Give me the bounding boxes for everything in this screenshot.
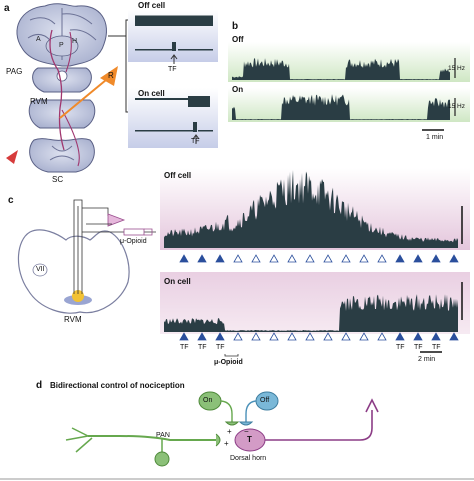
panel-b-letter: b — [232, 21, 239, 32]
panel-a-on-trace — [128, 88, 218, 148]
test-marker-triangle — [287, 254, 297, 263]
tf-label: TF — [414, 344, 423, 351]
test-marker-triangle — [215, 254, 225, 263]
test-marker-triangle — [305, 332, 315, 341]
test-marker-triangle — [413, 254, 423, 263]
panel-a-label-p: P — [59, 42, 64, 49]
panel-c-on-test-markers — [179, 332, 459, 341]
test-marker-triangle — [377, 254, 387, 263]
test-marker-triangle — [251, 332, 261, 341]
panel-c-letter: c — [8, 195, 14, 206]
panel-b-on-trace — [228, 88, 470, 122]
test-marker-triangle — [287, 332, 297, 341]
test-marker-triangle — [449, 254, 459, 263]
test-marker-triangle — [251, 254, 261, 263]
panel-d-plus-top: + — [227, 427, 232, 436]
panel-a-off-trace — [128, 10, 218, 64]
panel-c-time-label: 2 min — [418, 356, 436, 363]
panel-c-label-vii: VII — [36, 266, 45, 273]
panel-d-plus-bottom: + — [224, 439, 229, 448]
test-marker-triangle — [431, 332, 441, 341]
panel-b-time-label: 1 min — [426, 134, 444, 141]
test-marker-triangle — [197, 254, 207, 263]
panel-d-t-label: T — [247, 435, 252, 444]
panel-a-brain-diagram — [6, 3, 134, 173]
panel-b-off-trace — [228, 42, 470, 82]
tf-label: TF — [432, 344, 441, 351]
panel-b-off-label: Off — [232, 35, 244, 44]
test-marker-triangle — [269, 254, 279, 263]
test-marker-triangle — [341, 332, 351, 341]
panel-a-label-pag: PAG — [6, 67, 23, 76]
test-marker-triangle — [179, 332, 189, 341]
test-marker-triangle — [323, 254, 333, 263]
panel-c-bottom-drug-label: μ-Opioid — [214, 359, 243, 366]
panel-c-off-test-markers — [179, 254, 459, 263]
tf-label: TF — [396, 344, 405, 351]
panel-a-label-rvm: RVM — [30, 97, 48, 106]
test-marker-triangle — [269, 332, 279, 341]
panel-b-off-scale: 15 Hz — [448, 65, 465, 72]
test-marker-triangle — [359, 254, 369, 263]
panel-d-letter: d — [36, 380, 43, 391]
tf-label: TF — [180, 344, 189, 351]
test-marker-triangle — [233, 332, 243, 341]
test-marker-triangle — [359, 332, 369, 341]
test-marker-triangle — [305, 254, 315, 263]
panel-a-off-tf-label: TF — [168, 66, 177, 73]
test-marker-triangle — [233, 254, 243, 263]
panel-c-drug-label: μ-Opioid — [120, 238, 147, 245]
panel-c-brainstem-diagram — [17, 199, 156, 314]
panel-c-on-cell-label: On cell — [164, 277, 191, 286]
panel-a-label-h: H — [72, 38, 78, 45]
test-marker-triangle — [431, 254, 441, 263]
panel-d-on-label: On — [203, 397, 213, 404]
panel-c-off-cell-label: Off cell — [164, 171, 192, 180]
test-marker-triangle — [179, 254, 189, 263]
test-marker-triangle — [395, 332, 405, 341]
test-marker-triangle — [197, 332, 207, 341]
test-marker-triangle — [395, 254, 405, 263]
tf-label: TF — [216, 344, 225, 351]
panel-d-dorsal-horn-label: Dorsal horn — [230, 455, 267, 462]
panel-a-label-a: A — [36, 36, 41, 43]
panel-d-title: Bidirectional control of nociception — [50, 381, 185, 390]
panel-b-on-label: On — [232, 85, 244, 94]
panel-d-pan-label: PAN — [156, 432, 170, 439]
panel-a-on-tf-label: TF — [191, 138, 200, 145]
panel-c-label-rvm: RVM — [64, 315, 82, 324]
panel-d-circuit-diagram — [65, 391, 379, 467]
panel-c-off-trace — [160, 168, 470, 250]
panel-a-off-cell-label: Off cell — [138, 1, 166, 10]
panel-b-on-scale: 15 Hz — [448, 103, 465, 110]
test-marker-triangle — [377, 332, 387, 341]
panel-d-minus: − — [244, 427, 249, 436]
test-marker-triangle — [413, 332, 423, 341]
panel-c-drug-bracket — [224, 354, 239, 357]
panel-d-off-label: Off — [260, 397, 270, 404]
panel-a-letter: a — [4, 3, 10, 14]
test-marker-triangle — [323, 332, 333, 341]
panel-a-label-r: R — [108, 71, 114, 80]
panel-c-on-trace — [160, 272, 470, 334]
test-marker-triangle — [449, 332, 459, 341]
panel-a-label-sc: SC — [52, 175, 64, 184]
test-marker-triangle — [215, 332, 225, 341]
panel-a-on-cell-label: On cell — [138, 89, 165, 98]
tf-label: TF — [198, 344, 207, 351]
test-marker-triangle — [341, 254, 351, 263]
